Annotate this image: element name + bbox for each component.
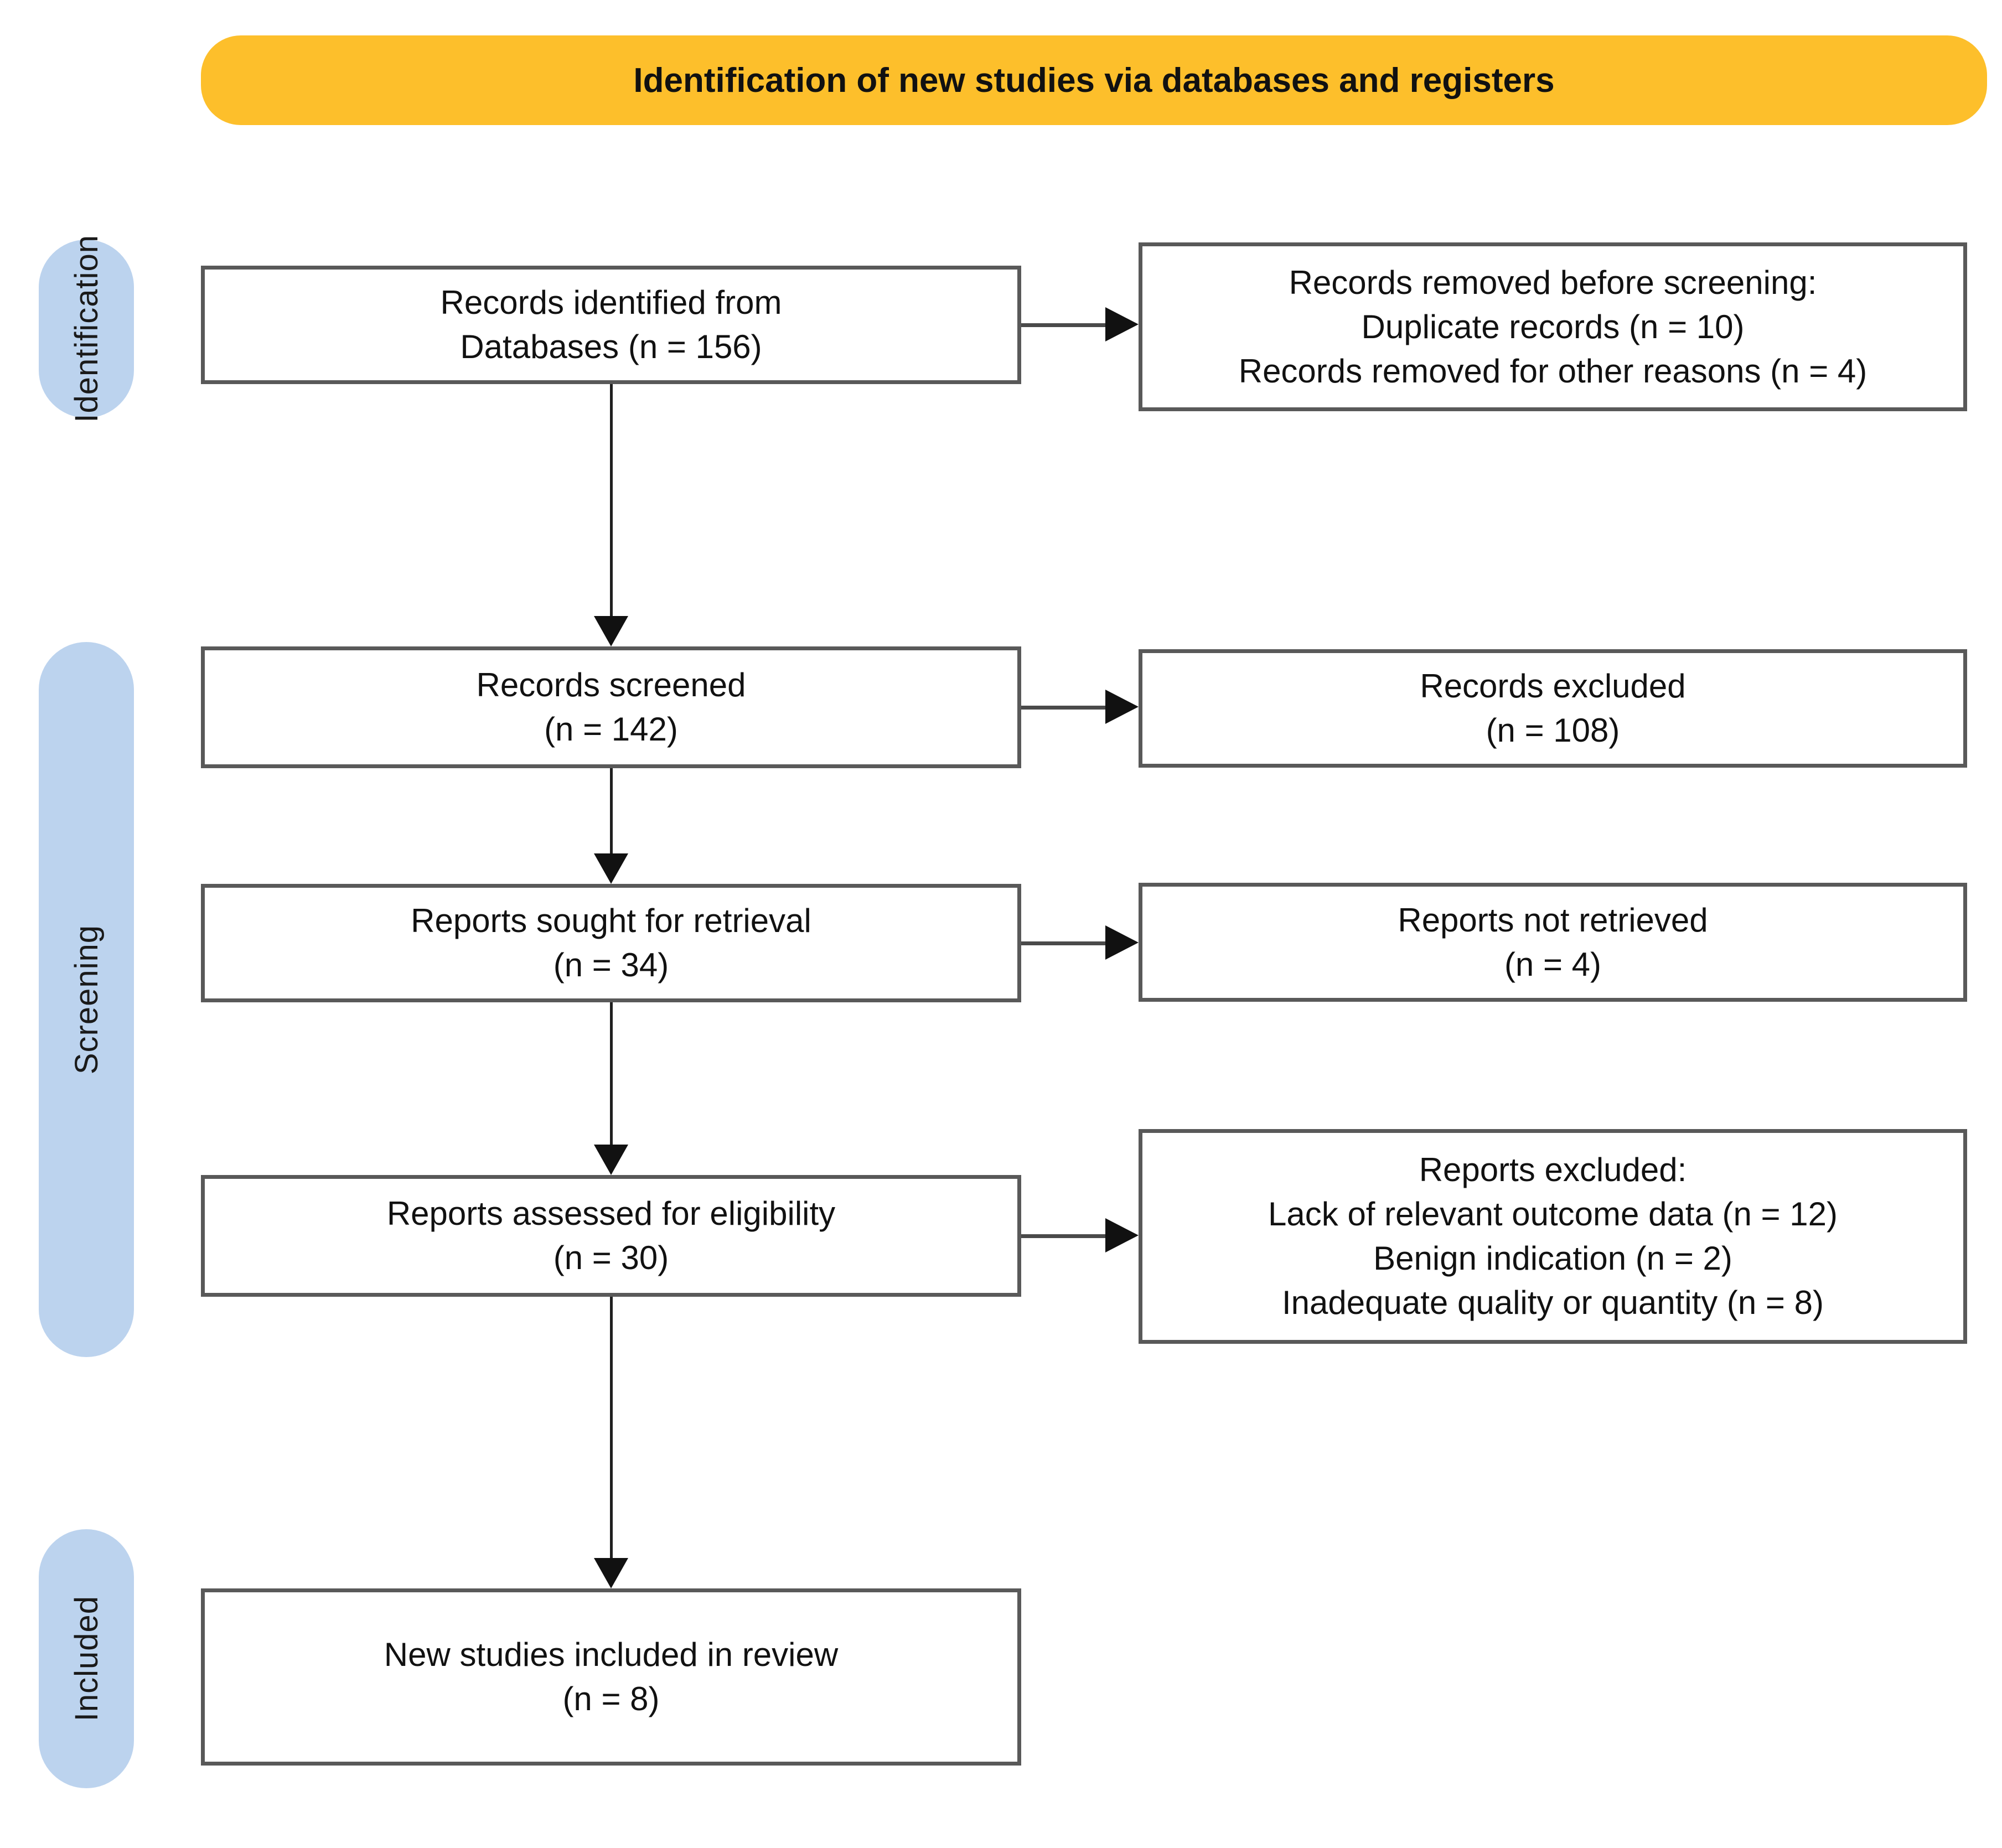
- arrow-assessed-to-reports-excluded-line: [1021, 1234, 1108, 1238]
- box-text-line: Duplicate records (n = 10): [1361, 308, 1745, 345]
- flow-box-reports-excluded: Reports excluded: Lack of relevant outco…: [1139, 1129, 1967, 1344]
- arrowhead-down-icon: [594, 853, 628, 884]
- arrowhead-down-icon: [594, 616, 628, 646]
- arrow-screened-to-excluded-line: [1021, 706, 1108, 710]
- box-text-line: Reports excluded:: [1419, 1151, 1687, 1188]
- flow-box-records-screened: Records screened (n = 142): [201, 646, 1021, 768]
- stage-label-screening: Screening: [68, 924, 105, 1075]
- box-text-line: Records removed for other reasons (n = 4…: [1238, 352, 1868, 390]
- stage-pill-identification: Identification: [39, 235, 134, 423]
- stage-label-included: Included: [68, 1596, 105, 1722]
- stage-pill-screening: Screening: [39, 642, 134, 1357]
- flow-box-reports-not-retrieved: Reports not retrieved (n = 4): [1139, 883, 1967, 1002]
- box-text-line: (n = 142): [544, 711, 678, 748]
- arrow-screened-to-sought-line: [610, 768, 613, 857]
- box-text-line: Lack of relevant outcome data (n = 12): [1268, 1195, 1838, 1233]
- box-text-line: Inadequate quality or quantity (n = 8): [1282, 1284, 1824, 1321]
- banner-title: Identification of new studies via databa…: [633, 61, 1555, 100]
- flow-box-new-studies-included: New studies included in review (n = 8): [201, 1588, 1021, 1766]
- box-text-line: Records removed before screening:: [1289, 263, 1817, 301]
- box-text-line: (n = 4): [1504, 945, 1602, 983]
- flow-box-records-excluded: Records excluded (n = 108): [1139, 649, 1967, 768]
- box-text-line: (n = 108): [1486, 712, 1620, 749]
- box-text-line: Reports not retrieved: [1398, 901, 1708, 939]
- box-text-line: (n = 8): [562, 1680, 660, 1717]
- box-text-line: Records screened: [476, 666, 746, 703]
- arrowhead-down-icon: [594, 1558, 628, 1588]
- flow-box-records-identified: Records identified from Databases (n = 1…: [201, 266, 1021, 384]
- banner: Identification of new studies via databa…: [201, 35, 1987, 125]
- box-text-line: Records identified from: [440, 284, 782, 321]
- arrow-assessed-to-included-line: [610, 1297, 613, 1561]
- box-text-line: (n = 34): [553, 946, 669, 983]
- arrowhead-right-icon: [1105, 690, 1139, 724]
- arrow-sought-to-assessed-line: [610, 1002, 613, 1147]
- flow-box-records-removed: Records removed before screening: Duplic…: [1139, 242, 1967, 411]
- box-text-line: Benign indication (n = 2): [1373, 1240, 1732, 1277]
- box-text-line: (n = 30): [553, 1239, 669, 1276]
- stage-label-identification: Identification: [68, 235, 105, 423]
- box-text-line: New studies included in review: [384, 1636, 839, 1673]
- arrowhead-right-icon: [1105, 307, 1139, 341]
- box-text-line: Reports assessed for eligibility: [386, 1195, 836, 1232]
- box-text-line: Databases (n = 156): [460, 328, 762, 365]
- box-text-line: Reports sought for retrieval: [411, 902, 811, 939]
- arrowhead-right-icon: [1105, 925, 1139, 960]
- arrow-sought-to-not-retrieved-line: [1021, 941, 1108, 945]
- box-text-line: Records excluded: [1420, 667, 1686, 705]
- arrow-identified-to-removed-line: [1021, 323, 1108, 327]
- arrow-identified-to-screened-line: [610, 384, 613, 619]
- stage-pill-included: Included: [39, 1529, 134, 1788]
- flow-box-reports-assessed: Reports assessed for eligibility (n = 30…: [201, 1175, 1021, 1297]
- arrowhead-down-icon: [594, 1145, 628, 1175]
- flow-box-reports-sought: Reports sought for retrieval (n = 34): [201, 884, 1021, 1002]
- arrowhead-right-icon: [1105, 1218, 1139, 1252]
